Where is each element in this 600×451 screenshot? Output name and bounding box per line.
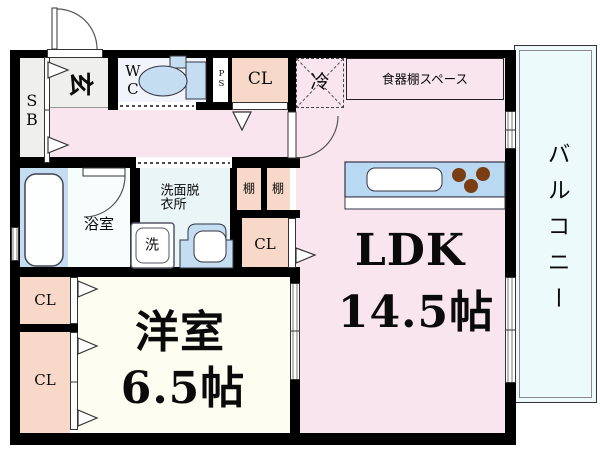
pipe-space	[213, 57, 228, 102]
closet-middle-door	[288, 218, 296, 268]
sink-icon	[366, 167, 443, 192]
arrow-closet-left-2b	[77, 409, 99, 427]
entrance-label: 玄	[66, 71, 96, 97]
wall	[10, 267, 300, 277]
wall	[505, 50, 516, 433]
closet-top-door	[232, 102, 288, 110]
washer-label: 洗	[145, 237, 159, 254]
ldk-label: LDK	[354, 224, 466, 276]
arrow-closet-left-1	[77, 280, 99, 298]
washroom-label: 洗面脱 衣所	[160, 184, 199, 211]
shoe-box	[20, 57, 44, 163]
washroom-label-line2: 衣所	[160, 197, 187, 212]
wall	[228, 57, 232, 102]
balcony-inner-line	[519, 50, 592, 398]
closet-top	[232, 57, 288, 102]
wall	[20, 324, 78, 332]
closet-middle-label: CL	[254, 235, 276, 254]
entrance-door-swing	[51, 7, 98, 50]
stove-burners-icon	[452, 167, 490, 193]
wall	[206, 57, 213, 102]
closet-top-label: CL	[247, 69, 273, 90]
entrance-threshold	[47, 49, 103, 58]
wall	[196, 102, 232, 110]
arrow-closet-top	[232, 111, 252, 132]
arrow-shoebox	[47, 136, 70, 154]
balcony-label: バルコニー	[543, 142, 570, 322]
fridge-space	[296, 58, 344, 108]
wall	[237, 218, 242, 275]
room-western	[78, 277, 290, 433]
vanity-sink-icon	[179, 223, 234, 269]
wall	[10, 157, 136, 168]
arrow-entrance	[47, 61, 70, 79]
toilet-icon	[138, 55, 207, 100]
fridge-label: 冷	[310, 71, 330, 94]
cupboard-space-label: 食器棚スペース	[381, 71, 469, 87]
balcony	[514, 45, 597, 403]
wall	[10, 50, 516, 58]
closet-left-1	[20, 277, 70, 324]
wall	[10, 433, 516, 445]
arrow-closet-middle	[295, 247, 317, 264]
ldk-size: 14.5帖	[337, 286, 495, 338]
wall	[261, 168, 267, 210]
shelf-1-label: 棚	[242, 181, 256, 196]
bathtub-icon	[24, 173, 64, 267]
washroom-label-line1: 洗面脱	[160, 183, 200, 199]
washroom-door-sliding	[136, 159, 232, 168]
wall	[237, 210, 300, 218]
room-ldk	[296, 58, 505, 433]
window-left	[11, 227, 19, 261]
closet-left-2-label: CL	[34, 371, 56, 390]
bath-door-swing	[82, 167, 126, 218]
pipe-space-label: PS	[216, 69, 227, 89]
shelf-1	[237, 168, 261, 210]
shelf-2	[267, 168, 290, 210]
shoebox-label: SB	[22, 91, 42, 129]
closet-middle	[242, 218, 288, 270]
closet-left-2	[20, 332, 70, 433]
hallway	[50, 108, 296, 157]
western-room-size: 6.5帖	[120, 362, 246, 414]
window-sash-lines	[12, 109, 516, 383]
kitchen-counter-icon	[344, 161, 506, 210]
shelf-2-label: 棚	[271, 181, 285, 196]
western-room-label: 洋室	[135, 306, 225, 358]
fridge-x-mark	[296, 58, 344, 108]
wall	[232, 157, 300, 168]
arrow-closet-left-2a	[77, 337, 99, 355]
wall	[288, 50, 296, 113]
washing-machine-icon	[130, 222, 175, 269]
wall	[230, 168, 237, 275]
cupboard-space	[346, 58, 504, 100]
bath-label: 浴室	[83, 215, 115, 234]
closet-left-2-door	[70, 332, 78, 430]
ldk-door-swing	[287, 111, 339, 159]
closet-left-1-door	[70, 277, 78, 324]
wall	[108, 50, 118, 110]
wc-label: WC	[123, 62, 142, 98]
door-arrows	[47, 61, 317, 427]
wall	[130, 168, 140, 275]
closet-left-1-label: CL	[34, 291, 56, 310]
